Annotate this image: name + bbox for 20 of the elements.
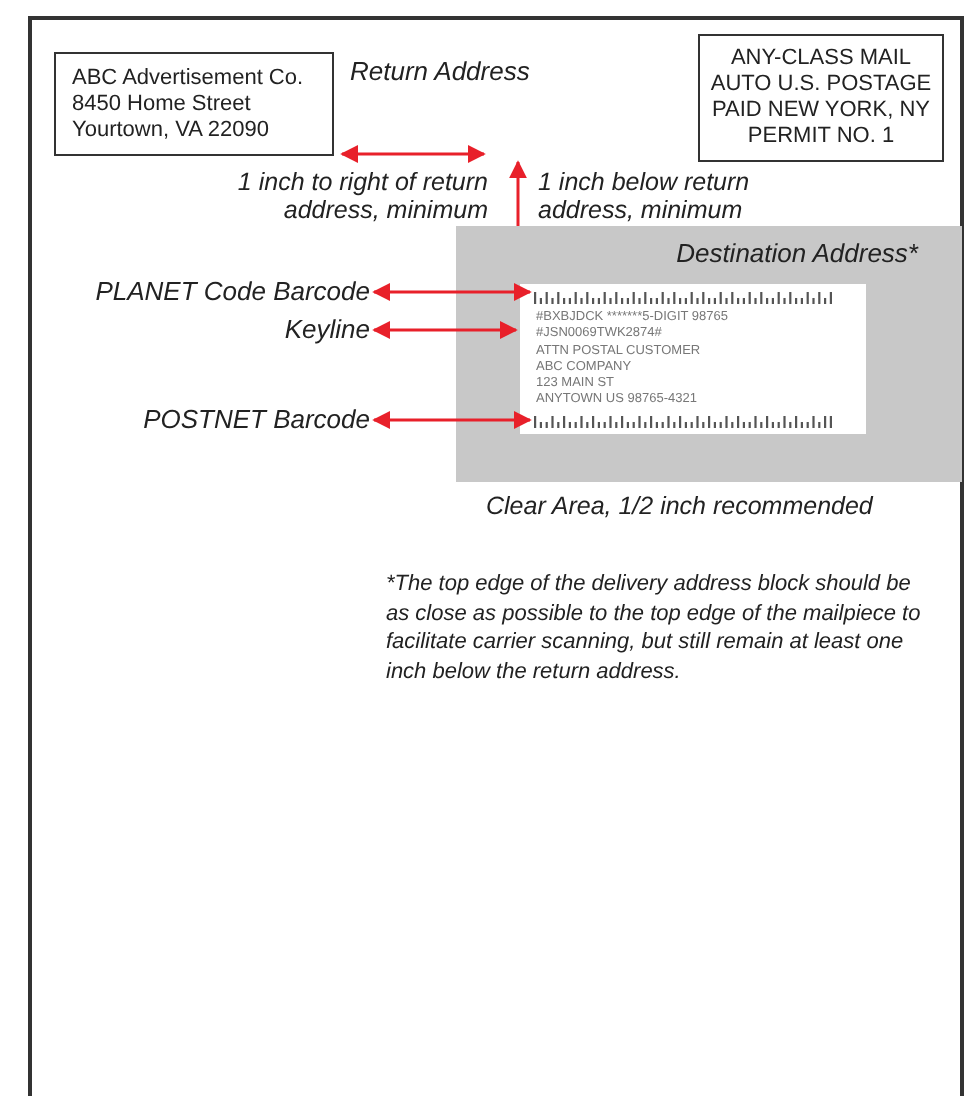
area-heading: Destination Address* <box>676 236 918 272</box>
leader-arrow <box>372 283 532 301</box>
leader-arrow <box>372 411 532 429</box>
return-address-text: ABC Advertisement Co. 8450 Home Street Yourtown, VA 22090 <box>72 65 306 143</box>
postage-indicia-box <box>698 34 944 162</box>
dimension-label: 1 inch to right of return address, minimum <box>235 168 488 224</box>
callout-label: POSTNET Barcode <box>143 402 370 439</box>
destination-area <box>456 226 962 482</box>
address-label <box>520 284 866 434</box>
barcode <box>534 292 838 304</box>
leader-arrow <box>372 321 518 339</box>
indicia-text: ANY-CLASS MAIL AUTO U.S. POSTAGE PAID NEW YORK, NY PERMIT NO. 1 <box>708 46 934 150</box>
node-label: Return Address <box>350 54 530 90</box>
footnote: *The top edge of the delivery address block should be as close as possible to the top edge of the mailpiece to facilitate carrier scanning, but still remain at least one inch below the return address. <box>386 570 923 686</box>
dimension-label: Clear Area, 1/2 inch recommended <box>486 490 873 524</box>
dimension-label: 1 inch below return address, minimum <box>538 168 752 224</box>
callout-label: PLANET Code Barcode <box>95 274 370 311</box>
return-address-box <box>54 52 334 156</box>
callout-label: Keyline <box>284 312 370 349</box>
barcode <box>534 416 838 428</box>
